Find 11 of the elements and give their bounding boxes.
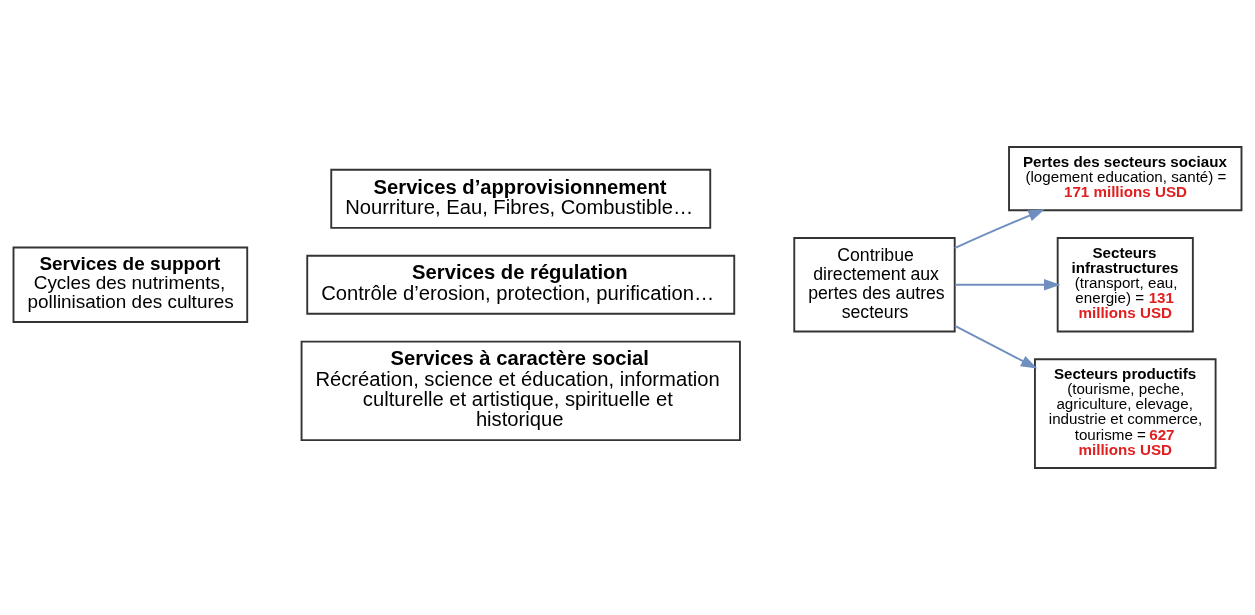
node-box: Services d’approvisionnement Nourriture, Eau, Fibres, Combustible… (330, 168, 712, 229)
node-box: Pertes des secteurs sociaux (logement education, santé) = 171 millions USD (1008, 146, 1243, 212)
arrow (954, 324, 1038, 369)
node-box: Services à caractère social Récréation, science et éducation, information culturelle et artistique, spirituelle et historique (300, 340, 741, 442)
node-box: Services de régulation Contrôle d’erosion, protection, purification… (306, 254, 736, 315)
node-box: Services de support Cycles des nutriments, pollinisation des cultures (12, 246, 249, 323)
arrow (954, 279, 1061, 291)
node-box: Secteurs infrastructures (transport, eau, energie) = 131 millions USD (1056, 237, 1194, 333)
node-box: Contribue directement aux pertes des autres secteurs (793, 237, 956, 333)
node-box: Secteurs productifs (tourisme, peche, agriculture, elevage, industrie et commerce, tourisme = 627 millions USD (1034, 358, 1217, 469)
arrow (953, 209, 1045, 249)
